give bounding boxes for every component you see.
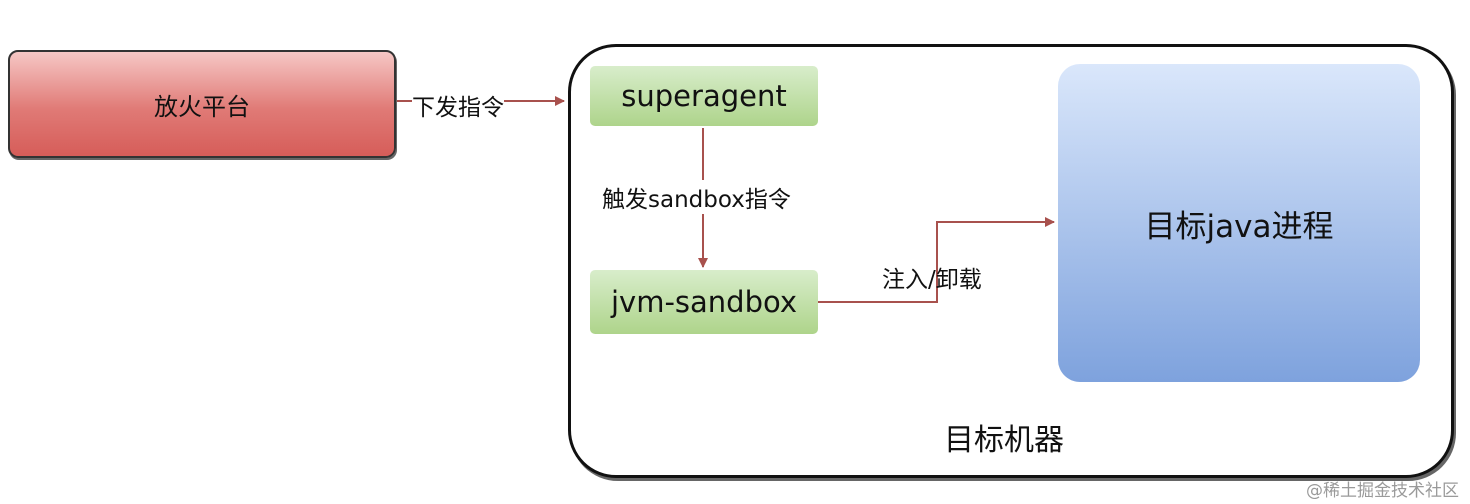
watermark: @稀土掘金技术社区 — [1306, 481, 1459, 501]
java-process-node: 目标java进程 — [1058, 64, 1420, 382]
edge-inject-label: 注入/卸载 — [882, 267, 982, 293]
java-process-label: 目标java进程 — [1144, 208, 1334, 245]
jvm-sandbox-label: jvm-sandbox — [610, 285, 798, 319]
fire-platform-node: 放火平台 — [8, 50, 396, 158]
edge-trigger-label: 触发sandbox指令 — [602, 180, 791, 214]
superagent-label: superagent — [621, 79, 787, 113]
edge-inject-line — [818, 217, 1055, 303]
jvm-sandbox-node: jvm-sandbox — [590, 270, 818, 334]
target-machine-label: 目标机器 — [944, 423, 1064, 458]
edge-dispatch-label: 下发指令 — [412, 88, 504, 122]
fire-platform-label: 放火平台 — [154, 92, 250, 121]
superagent-node: superagent — [590, 66, 818, 126]
